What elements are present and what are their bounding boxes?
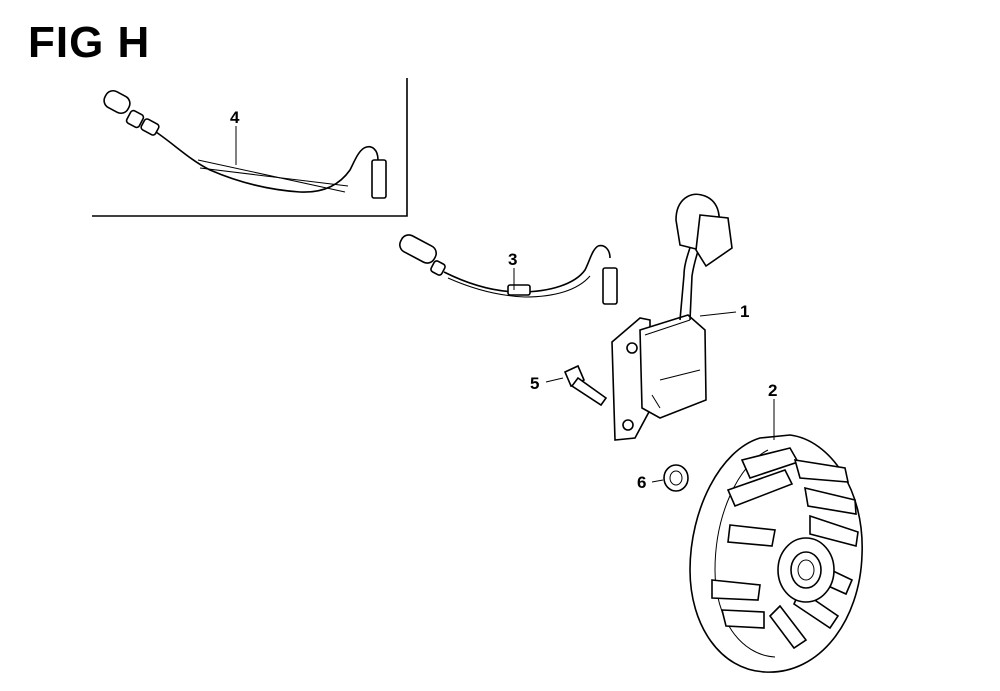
callout-1: 1 (740, 302, 749, 321)
inset-frame (92, 78, 408, 217)
part-5-bolt[interactable] (563, 364, 608, 407)
part-4-lead-wire[interactable] (101, 88, 387, 199)
callout-3: 3 (508, 250, 517, 269)
part-6-nut[interactable] (663, 464, 689, 492)
callout-4: 4 (230, 108, 240, 127)
callout-5: 5 (530, 374, 539, 393)
callout-6: 6 (637, 473, 646, 492)
part-1-ignition-coil[interactable] (611, 193, 733, 441)
leader-lines (235, 126, 775, 483)
callout-2: 2 (768, 381, 777, 400)
figure-title: FIG H (28, 18, 151, 67)
part-2-flywheel[interactable] (689, 434, 863, 673)
part-3-lead-wire[interactable] (397, 232, 618, 305)
